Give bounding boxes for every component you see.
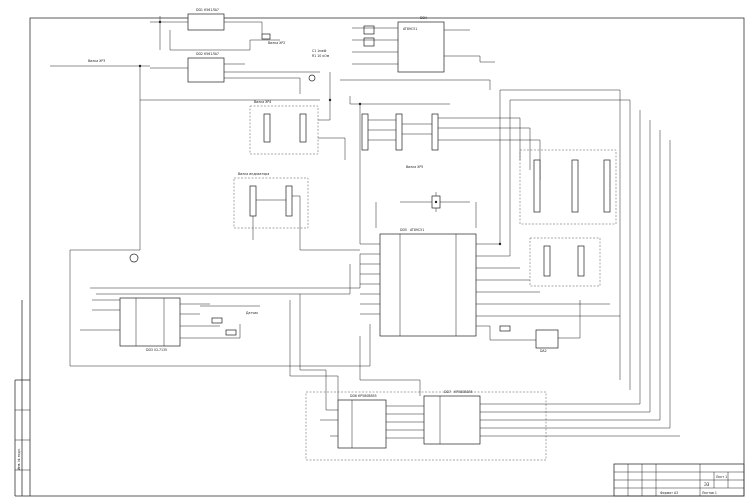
chip-dd7: DD7 КР580ВВ55 (423, 390, 481, 445)
svg-text:DD2: DD2 (196, 52, 203, 56)
svg-text:DD5: DD5 (400, 228, 407, 232)
svg-text:Вилка индикатора: Вилка индикатора (238, 172, 269, 176)
svg-text:Вилка ХР5: Вилка ХР5 (406, 165, 423, 169)
chip-da2: DA2 (535, 329, 559, 353)
svg-text:ICL7135: ICL7135 (154, 348, 167, 352)
svg-text:К561ЛА7: К561ЛА7 (204, 52, 219, 56)
chip-dd3: DD3 ICL7135 (119, 297, 181, 352)
connector-xp4: Вилка ХР4 (249, 100, 319, 155)
transistor-vt1 (308, 74, 316, 82)
chip-dd6: DD6 КР580ВВ55 (337, 394, 387, 449)
side-stamp: Инв. № подл. (17, 448, 21, 470)
svg-text:AT89C51: AT89C51 (403, 27, 417, 31)
bottom-module-frame (305, 391, 547, 461)
svg-text:КР580ВВ55: КР580ВВ55 (454, 390, 473, 394)
resistor-r9 (499, 325, 511, 332)
resistor-r5 (211, 317, 223, 324)
svg-text:DD1: DD1 (196, 8, 203, 12)
sheets-count: Листов 1 (702, 491, 717, 495)
format-label: Формат А3 (660, 491, 678, 495)
connector-right-1 (519, 149, 617, 225)
chip-dd5: DD5 AT89C51 (379, 228, 477, 337)
transistor-vt2 (129, 253, 139, 263)
sheet-number: Лист 1 (716, 475, 727, 479)
connector-indicator: Вилка индикатора (233, 172, 309, 229)
svg-text:DA2: DA2 (540, 349, 547, 353)
svg-text:К561ЛА7: К561ЛА7 (204, 8, 219, 12)
doc-code: Э3 (704, 482, 710, 487)
svg-text:AT89C51: AT89C51 (410, 228, 424, 232)
resistor-r1 (261, 33, 271, 40)
chip-dd4: DD4 AT89C51 (363, 16, 445, 73)
spec-line-2: R1 10 кОм (312, 54, 330, 58)
xp-a-label: Вилка ХР2 (268, 41, 285, 45)
svg-text:DD3: DD3 (146, 348, 153, 352)
sensor-label: Датчик (246, 311, 258, 315)
resistor-r6 (225, 329, 237, 336)
title-block: Э3 Лист 1 Листов 1 Формат А3 (613, 463, 745, 497)
xp-b-label: Вилка ХР3 (88, 59, 105, 63)
svg-text:Вилка ХР4: Вилка ХР4 (254, 100, 271, 104)
connector-xp5: Вилка ХР5 (361, 113, 439, 169)
connector-right-2 (529, 237, 601, 287)
svg-text:DD4: DD4 (420, 16, 427, 20)
drawing-frame (29, 17, 745, 497)
spec-line-1: С1 1мкФ (312, 49, 327, 53)
chip-dd2: DD2 К561ЛА7 (187, 52, 225, 83)
svg-text:КР580ВВ55: КР580ВВ55 (358, 394, 377, 398)
svg-text:DD6: DD6 (350, 394, 357, 398)
